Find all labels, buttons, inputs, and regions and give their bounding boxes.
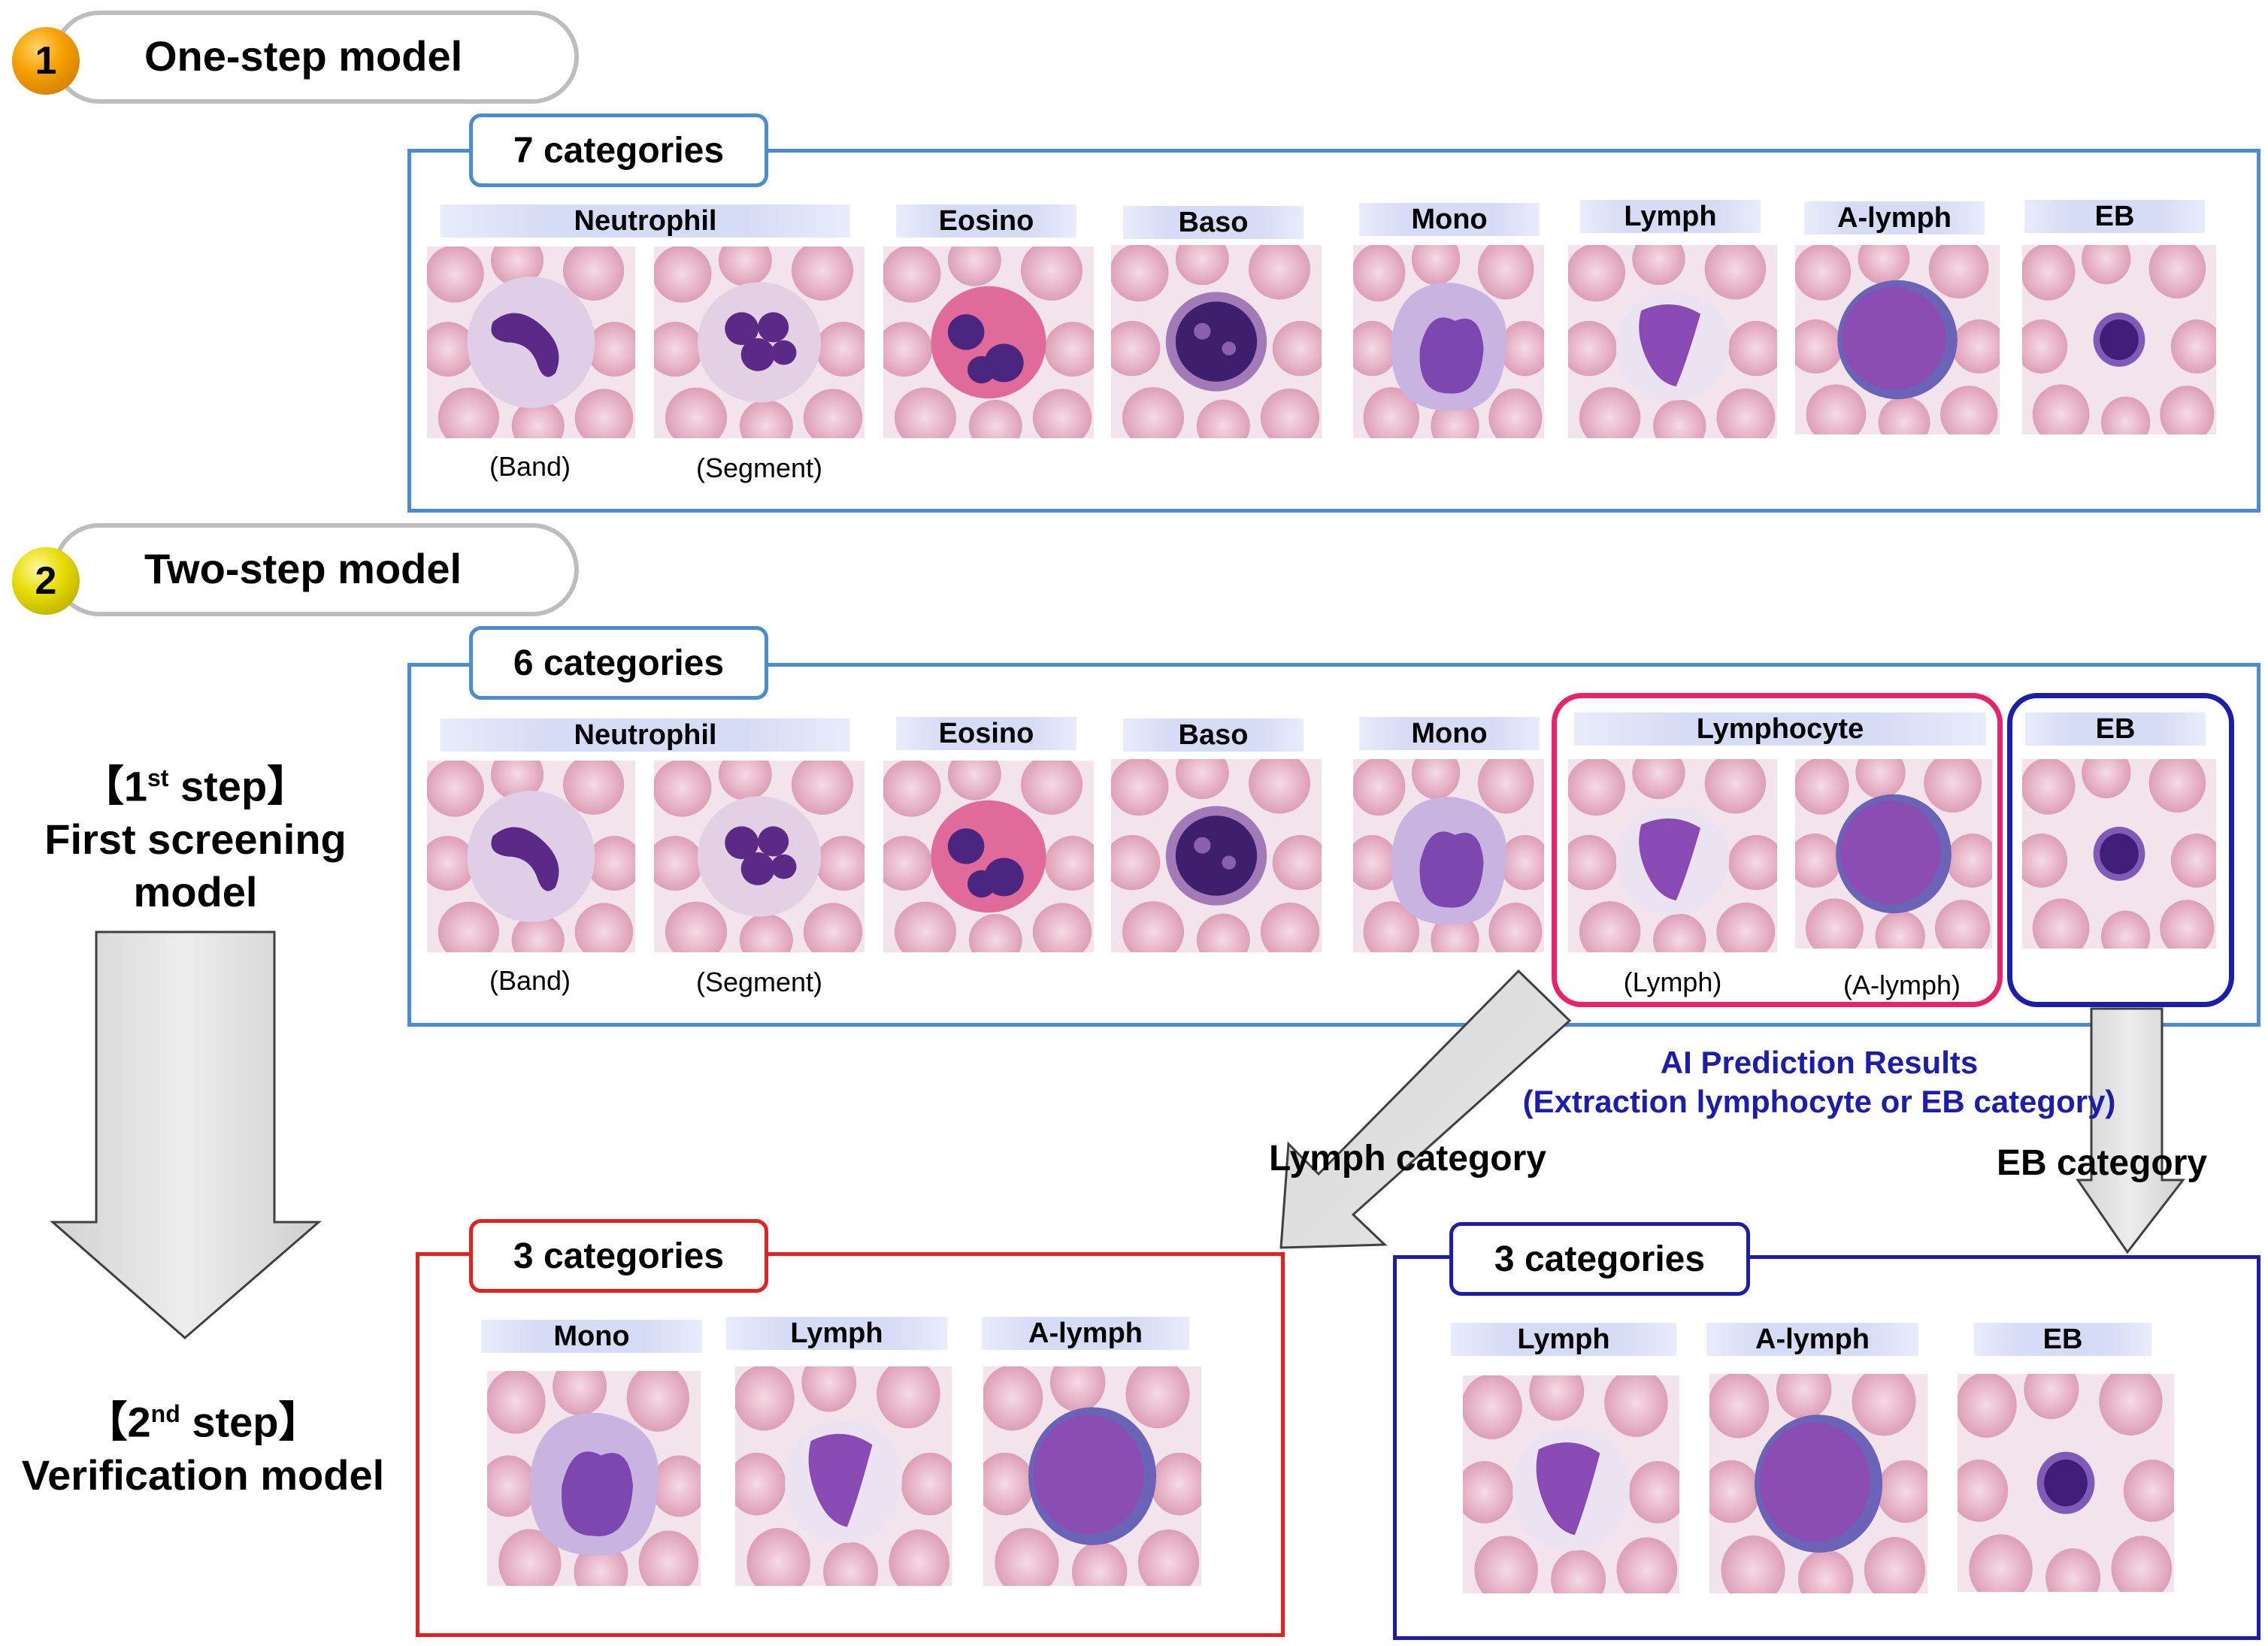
verify-a-lymph-image [983,1366,1201,1586]
verify-eb-label-a-lymph: A-lymph [1706,1323,1918,1356]
a-lymph-image [1795,245,2000,434]
verify-eb-label-lymph: Lymph [1451,1323,1676,1356]
lymph-caption: (Lymph) [1623,967,1722,997]
eosino-image [883,247,1094,438]
label-lymph: Lymph [1580,200,1761,233]
a-lymph-caption: (A-lymph) [1843,970,1961,1000]
lymph-category-arrow [1279,969,1572,1249]
label-neutrophil-2: Neutrophil [441,719,850,752]
eb-image [2022,245,2216,434]
eb-image-2 [2022,759,2216,949]
seven-categories-panel [407,149,2260,513]
mono-image [1353,245,1544,438]
lymph-verification-panel [416,1252,1285,1637]
label-baso: Baso [1123,206,1304,239]
segment-neutrophil-image [654,247,865,438]
verify-eb-label-eb: EB [1974,1323,2151,1356]
a-lymph-image-2 [1795,759,1992,949]
eosino-image-2 [883,761,1094,952]
first-step-suffix: step】 [168,762,310,810]
lymphocyte-group-frame [1552,693,2003,1007]
two-step-badge: 2 [12,547,80,615]
one-step-model-header [53,11,579,104]
two-step-model-header [53,523,579,616]
second-step-suffix: step】 [180,1398,321,1446]
first-step-prefix: 【1 [81,762,147,810]
eb-verification-panel [1393,1255,2260,1640]
verify-label-mono: Mono [481,1320,702,1353]
mono-image-2 [1353,759,1544,952]
eb-category-label: EB category [1997,1143,2208,1183]
first-step-sup: st [147,764,169,791]
label-eb: EB [2024,200,2205,233]
lymph-image [1568,245,1777,438]
lymph-verification-tab: 3 categories [469,1219,768,1293]
label-eosino-2: Eosino [896,717,1076,750]
six-categories-panel [407,663,2260,1027]
label-mono: Mono [1359,203,1540,236]
verify-eb-a-lymph-image [1709,1374,1927,1593]
second-step-prefix: 【2 [85,1398,151,1446]
label-lymphocyte: Lymphocyte [1574,713,1986,746]
second-step-label: 【2nd step】 Verification model [0,1387,406,1502]
label-neutrophil: Neutrophil [441,204,850,238]
eb-category-arrow [2076,1007,2186,1254]
step-down-arrow [50,930,322,1339]
six-categories-tab: 6 categories [469,626,768,700]
lymph-image-2 [1568,759,1777,952]
baso-image-2 [1111,759,1322,952]
band-caption: (Band) [489,451,571,482]
segment-caption: (Segment) [695,452,823,483]
label-a-lymph: A-lymph [1804,201,1985,234]
verify-mono-image [487,1371,701,1586]
second-step-sup: nd [150,1400,180,1427]
label-mono-2: Mono [1359,717,1540,750]
eb-group-frame [2007,693,2234,1007]
label-eosino: Eosino [896,204,1076,238]
seven-categories-tab: 7 categories [469,113,768,187]
label-eb-2: EB [2025,713,2206,746]
verify-lymph-image [735,1366,952,1586]
first-step-line3: model [133,867,258,915]
one-step-badge: 1 [12,27,80,95]
one-step-model-title: One-step model [144,32,463,80]
verify-eb-lymph-image [1463,1375,1679,1593]
ai-prediction-results: AI Prediction Results (Extraction lympho… [1511,1043,2127,1121]
two-step-model-title: Two-step model [144,545,462,592]
first-step-label: 【1st step】 First screening model [15,752,376,918]
eb-verification-tab: 3 categories [1449,1222,1750,1296]
segment-neutrophil-image-2 [654,761,865,952]
baso-image [1111,245,1322,438]
verify-label-lymph: Lymph [726,1317,947,1350]
second-step-line2: Verification model [21,1451,385,1499]
verify-label-a-lymph: A-lymph [982,1317,1189,1350]
verify-eb-eb-image [1958,1374,2174,1592]
band-caption-2: (Band) [489,965,571,996]
segment-caption-2: (Segment) [695,967,823,997]
ai-prediction-line2: (Extraction lymphocyte or EB category) [1522,1084,2116,1119]
lymph-category-label: Lymph category [1269,1139,1546,1179]
band-neutrophil-image [427,247,635,438]
band-neutrophil-image-2 [427,761,635,952]
label-baso-2: Baso [1123,719,1304,752]
first-step-line2: First screening [44,815,347,863]
ai-prediction-line1: AI Prediction Results [1660,1045,1979,1080]
